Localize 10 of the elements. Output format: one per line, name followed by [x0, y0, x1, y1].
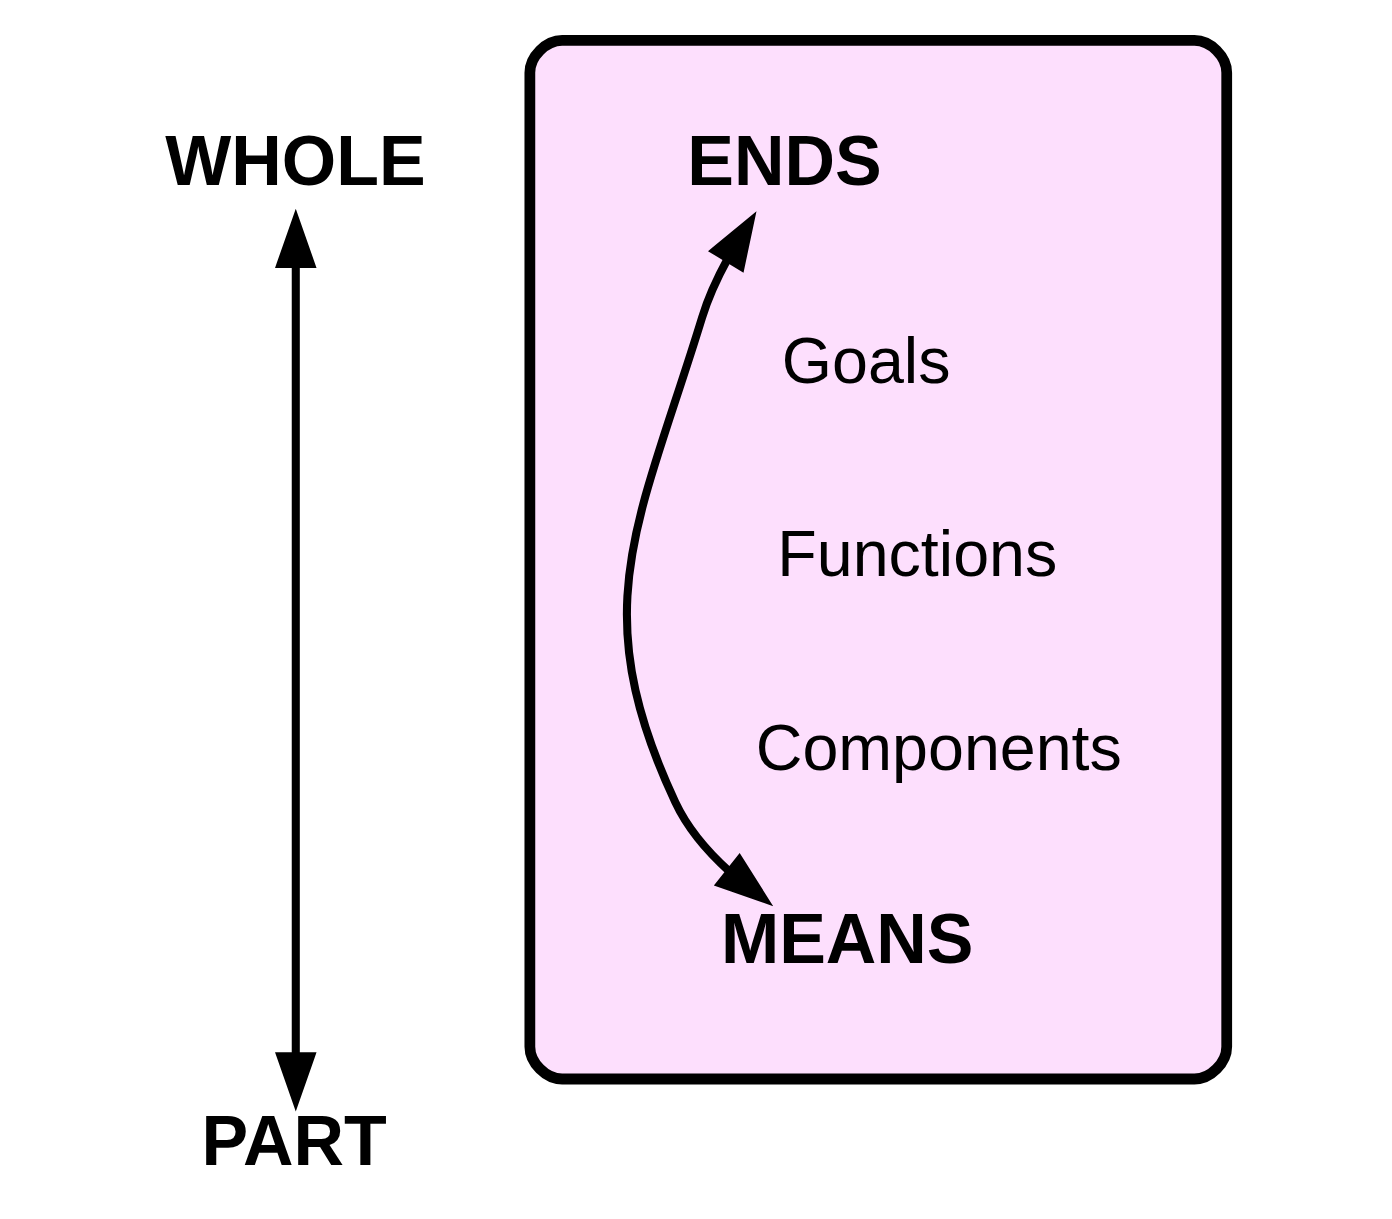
label: Goals [781, 324, 951, 397]
node-text: WHOLE [165, 122, 426, 201]
arrow [623, 211, 774, 907]
node-text: PART [201, 1101, 387, 1180]
node-text: ENDS [687, 122, 882, 201]
node-text: MEANS [720, 899, 974, 978]
label: Functions [777, 518, 1058, 591]
arrow [275, 208, 317, 1112]
label: Components [755, 712, 1122, 785]
cluster [524, 35, 1233, 1085]
